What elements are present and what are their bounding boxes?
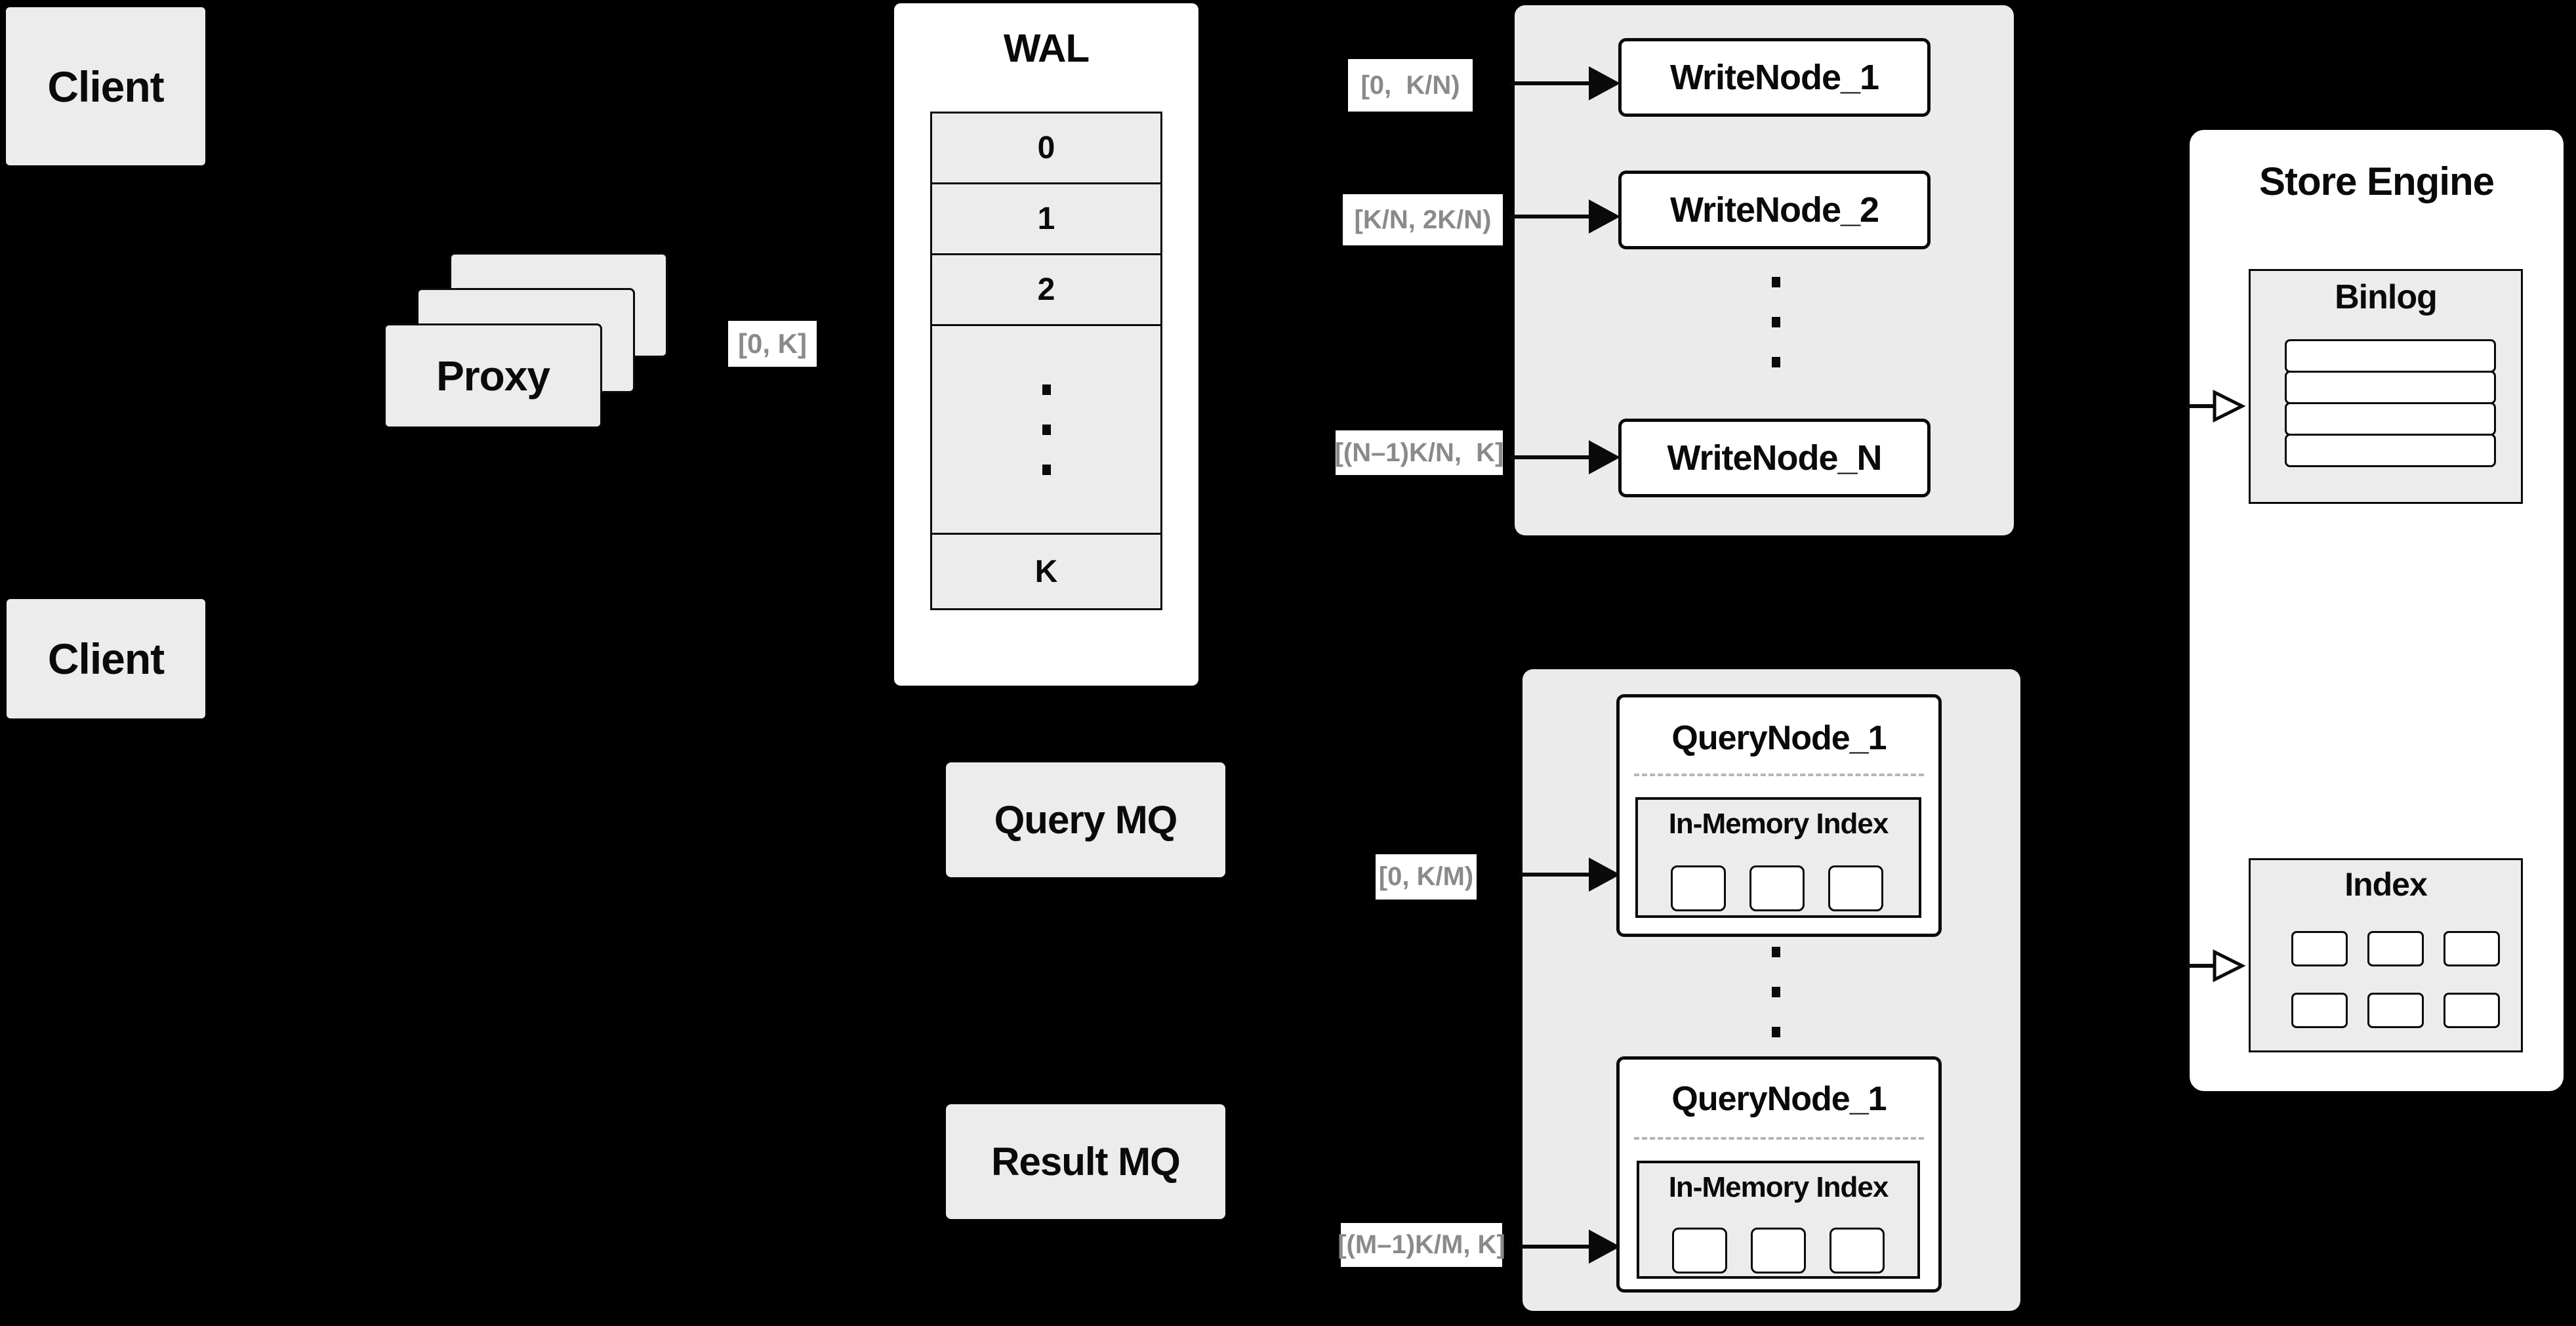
proxy-box: Proxy — [384, 323, 602, 428]
querynode-bottom-label: QueryNode_1 — [1671, 1080, 1887, 1118]
store-engine-title: Store Engine — [2259, 159, 2495, 203]
writenode-2-label: WriteNode_2 — [1669, 190, 1879, 230]
client-top-label: Client — [47, 62, 164, 111]
index-cell — [2291, 931, 2348, 966]
segment-cell — [1828, 865, 1883, 911]
range-query-1: [0, K/M) — [1376, 854, 1477, 900]
segment-cell — [1749, 865, 1805, 911]
binlog-row — [2285, 402, 2496, 436]
ellipsis-dot — [1042, 464, 1051, 475]
in-memory-index-bottom-box: In-Memory Index — [1637, 1161, 1920, 1279]
index-cell — [2443, 931, 2500, 966]
index-title: Index — [2344, 866, 2428, 903]
ellipsis-dot — [1771, 356, 1780, 367]
store-engine-box: Store Engine Binlog Index — [2190, 130, 2564, 1091]
in-memory-index-bottom-label: In-Memory Index — [1668, 1171, 1889, 1203]
querynode-top-divider — [1634, 774, 1924, 776]
client-top-box: Client — [6, 7, 205, 165]
wal-row-1: 1 — [932, 184, 1160, 255]
ellipsis-dot — [1771, 987, 1780, 997]
proxy-label: Proxy — [436, 352, 550, 400]
client-bottom-label: Client — [47, 634, 165, 683]
segment-cell — [1830, 1228, 1885, 1274]
in-memory-index-top-box: In-Memory Index — [1635, 797, 1921, 918]
wal-table: 0 1 2 K — [930, 112, 1162, 610]
query-mq-box: Query MQ — [946, 762, 1225, 877]
wal-box: WAL 0 1 2 K — [894, 3, 1198, 686]
arrow-to-writenode-n — [1510, 440, 1620, 474]
arrow-to-binlog — [2186, 389, 2246, 423]
query-nodes-ellipsis — [1767, 946, 1784, 1038]
writenode-1-label: WriteNode_1 — [1669, 58, 1879, 97]
arrow-to-querynode-1 — [1519, 858, 1620, 892]
querynode-top-label: QueryNode_1 — [1671, 719, 1887, 757]
segment-cell — [1671, 865, 1726, 911]
arrow-to-index — [2186, 949, 2246, 983]
ellipsis-dot — [1771, 316, 1780, 327]
wal-row-ellipsis — [932, 326, 1160, 535]
range-write-n: [(N–1)K/N, K] — [1335, 430, 1503, 475]
ellipsis-dot — [1042, 424, 1051, 435]
index-cell — [2291, 993, 2348, 1028]
range-proxy-out: [0, K] — [728, 321, 817, 367]
query-mq-label: Query MQ — [994, 798, 1178, 842]
arrow-to-writenode-2 — [1510, 199, 1620, 234]
binlog-row — [2285, 371, 2496, 404]
wal-title: WAL — [1003, 26, 1090, 70]
binlog-title: Binlog — [2335, 278, 2438, 316]
range-write-1: [0, K/N) — [1348, 59, 1473, 112]
ellipsis-dot — [1771, 947, 1780, 957]
ellipsis-dot — [1771, 276, 1780, 287]
writenode-2-box: WriteNode_2 — [1618, 171, 1931, 249]
range-query-m: [(M–1)K/M, K] — [1338, 1223, 1505, 1267]
binlog-box: Binlog — [2249, 269, 2523, 504]
wal-row-0: 0 — [932, 114, 1160, 184]
writenode-n-label: WriteNode_N — [1667, 438, 1882, 478]
client-bottom-box: Client — [7, 599, 205, 718]
segment-cell — [1751, 1228, 1806, 1274]
index-cell — [2367, 993, 2424, 1028]
arrow-to-querynode-m — [1519, 1230, 1620, 1264]
write-nodes-ellipsis — [1767, 274, 1784, 369]
writenode-n-box: WriteNode_N — [1618, 419, 1931, 497]
in-memory-index-top-label: In-Memory Index — [1668, 808, 1889, 840]
index-cell — [2367, 931, 2424, 966]
range-write-2: [K/N, 2K/N) — [1343, 194, 1503, 245]
ellipsis-dot — [1042, 384, 1051, 395]
index-cell — [2443, 993, 2500, 1028]
wal-row-k: K — [1034, 554, 1058, 589]
writenode-1-box: WriteNode_1 — [1618, 38, 1931, 117]
result-mq-label: Result MQ — [991, 1140, 1181, 1184]
segment-cell — [1672, 1228, 1727, 1274]
querynode-bottom-divider — [1634, 1137, 1924, 1140]
ellipsis-dot — [1771, 1027, 1780, 1037]
result-mq-box: Result MQ — [946, 1104, 1225, 1219]
arrow-to-writenode-1 — [1510, 66, 1620, 100]
binlog-row — [2285, 434, 2496, 467]
querynode-top-box: QueryNode_1 In-Memory Index — [1616, 694, 1942, 937]
index-box: Index — [2249, 858, 2523, 1052]
binlog-row — [2285, 339, 2496, 373]
querynode-bottom-box: QueryNode_1 In-Memory Index — [1616, 1056, 1942, 1293]
wal-row-2: 2 — [932, 255, 1160, 326]
